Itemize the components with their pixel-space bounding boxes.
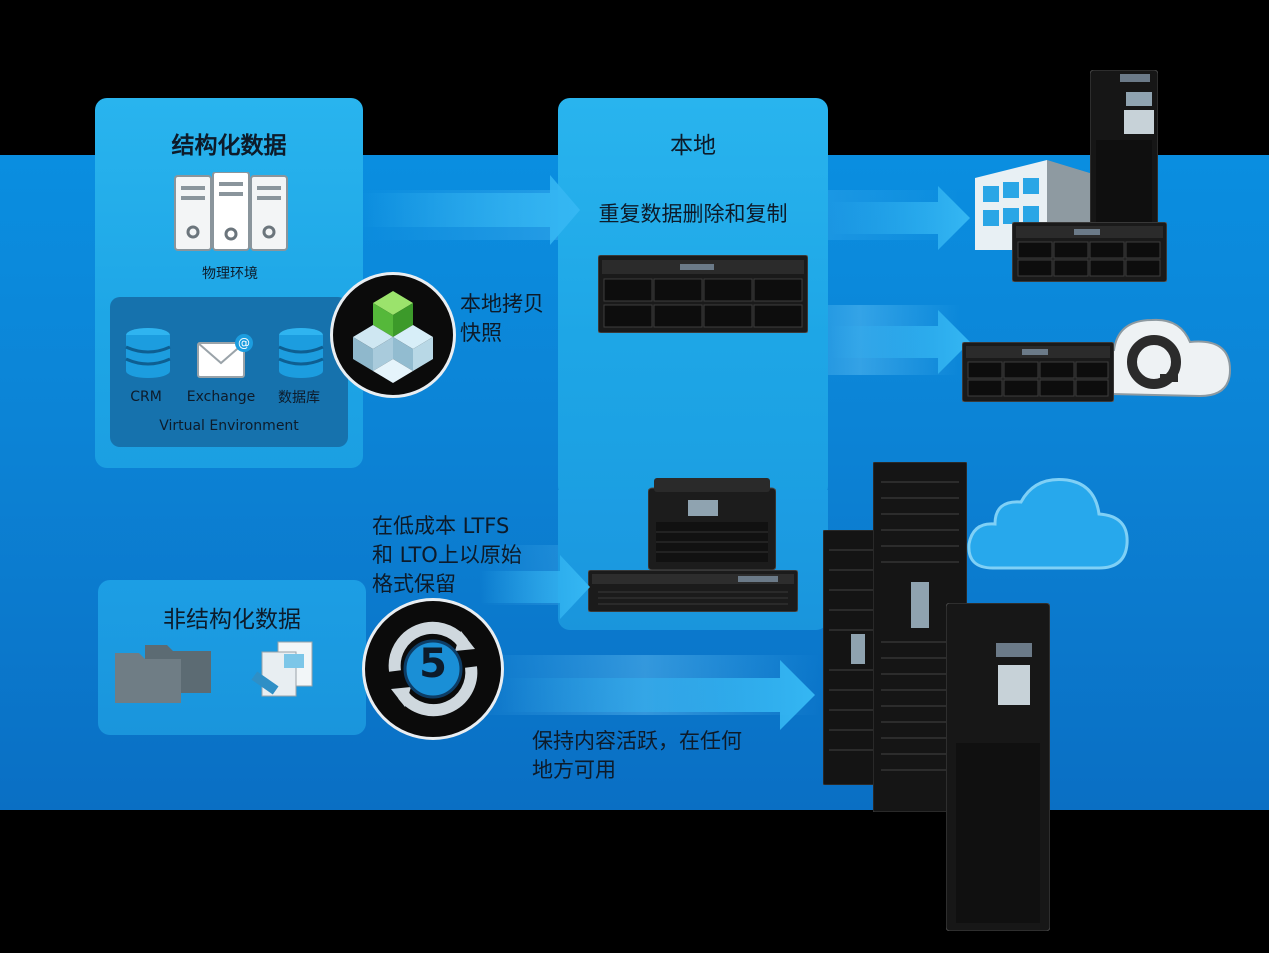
ltfs-appliance: [588, 570, 798, 612]
cloud-icon: [965, 472, 1131, 576]
arrow-right-icon: [830, 310, 970, 374]
folder-icon: [115, 645, 213, 703]
cloud-appliance: [962, 342, 1114, 402]
local-copy-line1: 本地拷贝: [460, 292, 544, 316]
exchange-label: Exchange: [186, 389, 256, 405]
local-copy-text: 本地拷贝 快照: [460, 290, 580, 348]
refresh-icon: [388, 621, 478, 717]
svg-text:@: @: [238, 336, 250, 350]
replica-appliance: [1012, 222, 1167, 282]
unstructured-title: 非结构化数据: [163, 607, 301, 633]
retention-number: 5: [419, 641, 447, 687]
ltfs-line2: 和 LTO上以原始: [372, 543, 522, 567]
tower-server: [1090, 70, 1158, 230]
ltfs-line3: 格式保留: [372, 572, 456, 596]
active-text: 保持内容活跃，在任何 地方可用: [532, 727, 812, 785]
arrow-right-icon: [500, 660, 815, 730]
cube-icon: [353, 291, 433, 383]
storage-rack-center: [873, 462, 967, 812]
tape-library-tower: [946, 603, 1050, 931]
retention-badge: 5: [362, 598, 504, 740]
virtual-environment-label: Virtual Environment: [159, 418, 299, 434]
database-icon: [125, 327, 171, 379]
server-rack-icon: [172, 172, 290, 254]
physical-label: 物理环境: [202, 266, 258, 282]
snapshot-badge: [330, 272, 456, 398]
arrow-right-icon: [480, 555, 590, 619]
dedupe-label: 重复数据删除和复制: [598, 202, 788, 226]
dedupe-appliance: [598, 255, 808, 333]
ltfs-line1: 在低成本 LTFS: [372, 514, 510, 538]
database-icon: [278, 327, 324, 379]
database-label: 数据库: [278, 390, 320, 406]
ltfs-text: 在低成本 LTFS 和 LTO上以原始 格式保留: [372, 512, 572, 599]
active-line2: 地方可用: [532, 758, 616, 782]
arrow-right-icon: [830, 186, 970, 250]
local-copy-line2: 快照: [460, 321, 502, 345]
email-icon: @: [196, 333, 256, 379]
active-line1: 保持内容活跃，在任何: [532, 729, 742, 753]
structured-title: 结构化数据: [171, 133, 287, 159]
local-title: 本地: [670, 133, 716, 159]
tape-library: [648, 478, 776, 570]
crm-label: CRM: [130, 389, 162, 405]
file-icon: [248, 640, 318, 704]
arrow-right-icon: [360, 175, 580, 245]
storage-rack-left: [823, 530, 881, 785]
